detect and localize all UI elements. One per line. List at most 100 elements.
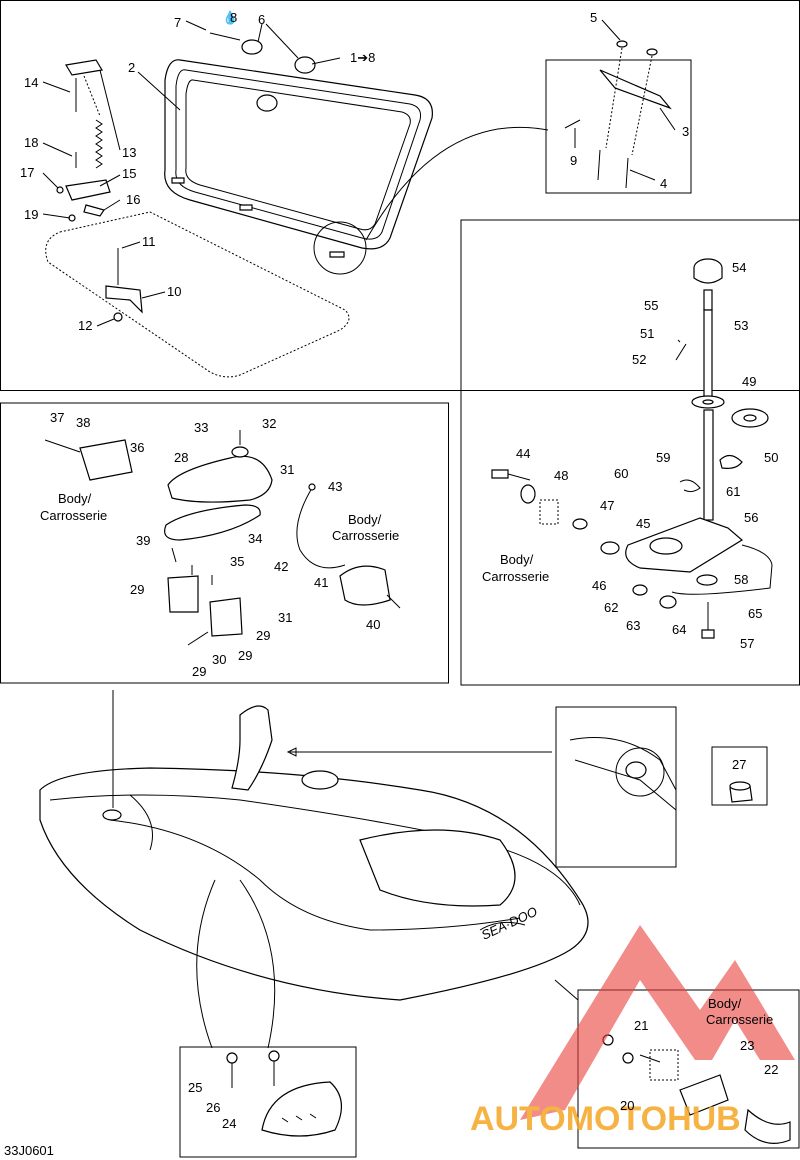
callout-46: 44 bbox=[516, 446, 530, 461]
callout-39: 37 bbox=[50, 410, 64, 425]
lid-knobs bbox=[209, 32, 316, 74]
callout-26: 26 bbox=[206, 1100, 220, 1115]
callout-45: 43 bbox=[328, 479, 342, 494]
callout-48: 46 bbox=[592, 578, 606, 593]
hinge-detail bbox=[564, 40, 672, 189]
body-label-2a: Body/ bbox=[348, 512, 382, 527]
callout-18: 18 bbox=[24, 135, 38, 150]
leader-lines bbox=[42, 19, 676, 327]
storage-cover-lid bbox=[164, 59, 549, 275]
callout-labels: 7 💧 8 6 1➔8 2 5 3 4 9 14 13 18 17 15 16 … bbox=[4, 10, 778, 1158]
callout-7: 7 bbox=[174, 15, 181, 30]
tow-eye-inset-art bbox=[554, 979, 791, 1144]
callout-62: 60 bbox=[614, 466, 628, 481]
callout-12: 12 bbox=[78, 318, 92, 333]
callout-23: 23 bbox=[740, 1038, 754, 1053]
callout-31b: 30 bbox=[212, 652, 226, 667]
callout-20: 20 bbox=[620, 1098, 634, 1113]
callout-67: 65 bbox=[748, 606, 762, 621]
callout-41: 39 bbox=[136, 533, 150, 548]
callout-11: 11 bbox=[142, 234, 156, 249]
callout-65: 63 bbox=[626, 618, 640, 633]
callout-29a: 29 bbox=[130, 582, 144, 597]
callout-10: 10 bbox=[167, 284, 181, 299]
callout-52: 50 bbox=[764, 450, 778, 465]
callout-4: 4 bbox=[660, 176, 667, 191]
callout-60: 58 bbox=[734, 572, 748, 587]
hinge-detail-inset bbox=[545, 59, 692, 194]
watermark-logo: AUTOMOTOHUB bbox=[470, 925, 795, 1138]
drain-plug-part-box bbox=[711, 746, 768, 806]
callout-63: 61 bbox=[726, 484, 740, 499]
callout-37: 35 bbox=[230, 554, 244, 569]
drop-icon: 💧 bbox=[222, 10, 238, 25]
callout-5: 5 bbox=[590, 10, 597, 25]
callout-36: 34 bbox=[248, 531, 262, 546]
callout-29b: 29 bbox=[238, 648, 252, 663]
body-label-4a: Body/ bbox=[708, 996, 742, 1011]
callout-2: 2 bbox=[128, 60, 135, 75]
watermark-text: AUTOMOTOHUB bbox=[470, 1100, 741, 1138]
seat-strap-parts bbox=[44, 430, 401, 646]
drain-plug-detail-inset bbox=[555, 706, 677, 868]
hinge-bracket-10-11-12 bbox=[105, 248, 143, 322]
callout-24: 24 bbox=[222, 1116, 236, 1131]
callout-51: 49 bbox=[742, 374, 756, 389]
boat-seat-backrest bbox=[231, 705, 273, 791]
callout-56: 54 bbox=[732, 260, 746, 275]
callout-28: 28 bbox=[174, 450, 188, 465]
drain-plug-inset-art bbox=[569, 737, 753, 811]
callout-15: 15 bbox=[122, 166, 136, 181]
callout-8: 8 bbox=[230, 10, 237, 25]
callout-61: 59 bbox=[656, 450, 670, 465]
body-label-4b: Carrosserie bbox=[706, 1012, 773, 1027]
callout-9: 9 bbox=[570, 153, 577, 168]
callout-53: 51 bbox=[640, 326, 654, 341]
boat-steering-wheel bbox=[301, 770, 339, 790]
callout-44: 42 bbox=[274, 559, 288, 574]
hinge-zoom-circle bbox=[313, 221, 367, 275]
callout-43: 41 bbox=[314, 575, 328, 590]
callout-66: 64 bbox=[672, 622, 686, 637]
diagram-code: 33J0601 bbox=[4, 1143, 54, 1158]
callout-13: 13 bbox=[122, 145, 136, 160]
callout-1-8: 1➔8 bbox=[350, 50, 375, 65]
callout-21: 21 bbox=[634, 1018, 648, 1033]
callout-17: 17 bbox=[20, 165, 34, 180]
callout-22: 22 bbox=[764, 1062, 778, 1077]
callout-6: 6 bbox=[258, 12, 265, 27]
callout-38: 36 bbox=[130, 440, 144, 455]
callout-3: 3 bbox=[682, 124, 689, 139]
body-label-3a: Body/ bbox=[500, 552, 534, 567]
callout-47: 45 bbox=[636, 516, 650, 531]
storage-opening-outline bbox=[45, 211, 350, 378]
hinge-assembly-left bbox=[56, 59, 111, 222]
steering-column-parts bbox=[491, 258, 773, 639]
callout-50: 48 bbox=[554, 468, 568, 483]
callout-32: 31 bbox=[278, 610, 292, 625]
callout-19: 19 bbox=[24, 207, 38, 222]
callout-64: 62 bbox=[604, 600, 618, 615]
callout-59: 57 bbox=[740, 636, 754, 651]
callout-35: 33 bbox=[194, 420, 208, 435]
body-label-1a: Body/ bbox=[58, 491, 92, 506]
body-label-3b: Carrosserie bbox=[482, 569, 549, 584]
callout-54: 52 bbox=[632, 352, 646, 367]
callout-27: 27 bbox=[732, 757, 746, 772]
callout-40: 38 bbox=[76, 415, 90, 430]
callout-34: 32 bbox=[262, 416, 276, 431]
callout-57: 55 bbox=[644, 298, 658, 313]
callout-16: 16 bbox=[126, 192, 140, 207]
body-label-1b: Carrosserie bbox=[40, 508, 107, 523]
callout-25: 25 bbox=[188, 1080, 202, 1095]
callout-42: 40 bbox=[366, 617, 380, 632]
callout-49: 47 bbox=[600, 498, 614, 513]
lid-latch-hole bbox=[256, 94, 278, 112]
boat-hull: SEA·DOO bbox=[39, 690, 589, 1001]
callout-58: 56 bbox=[744, 510, 758, 525]
callout-30: 29 bbox=[192, 664, 206, 679]
callout-31a: 29 bbox=[256, 628, 270, 643]
body-label-2b: Carrosserie bbox=[332, 528, 399, 543]
seat-strap-panel bbox=[0, 402, 449, 684]
